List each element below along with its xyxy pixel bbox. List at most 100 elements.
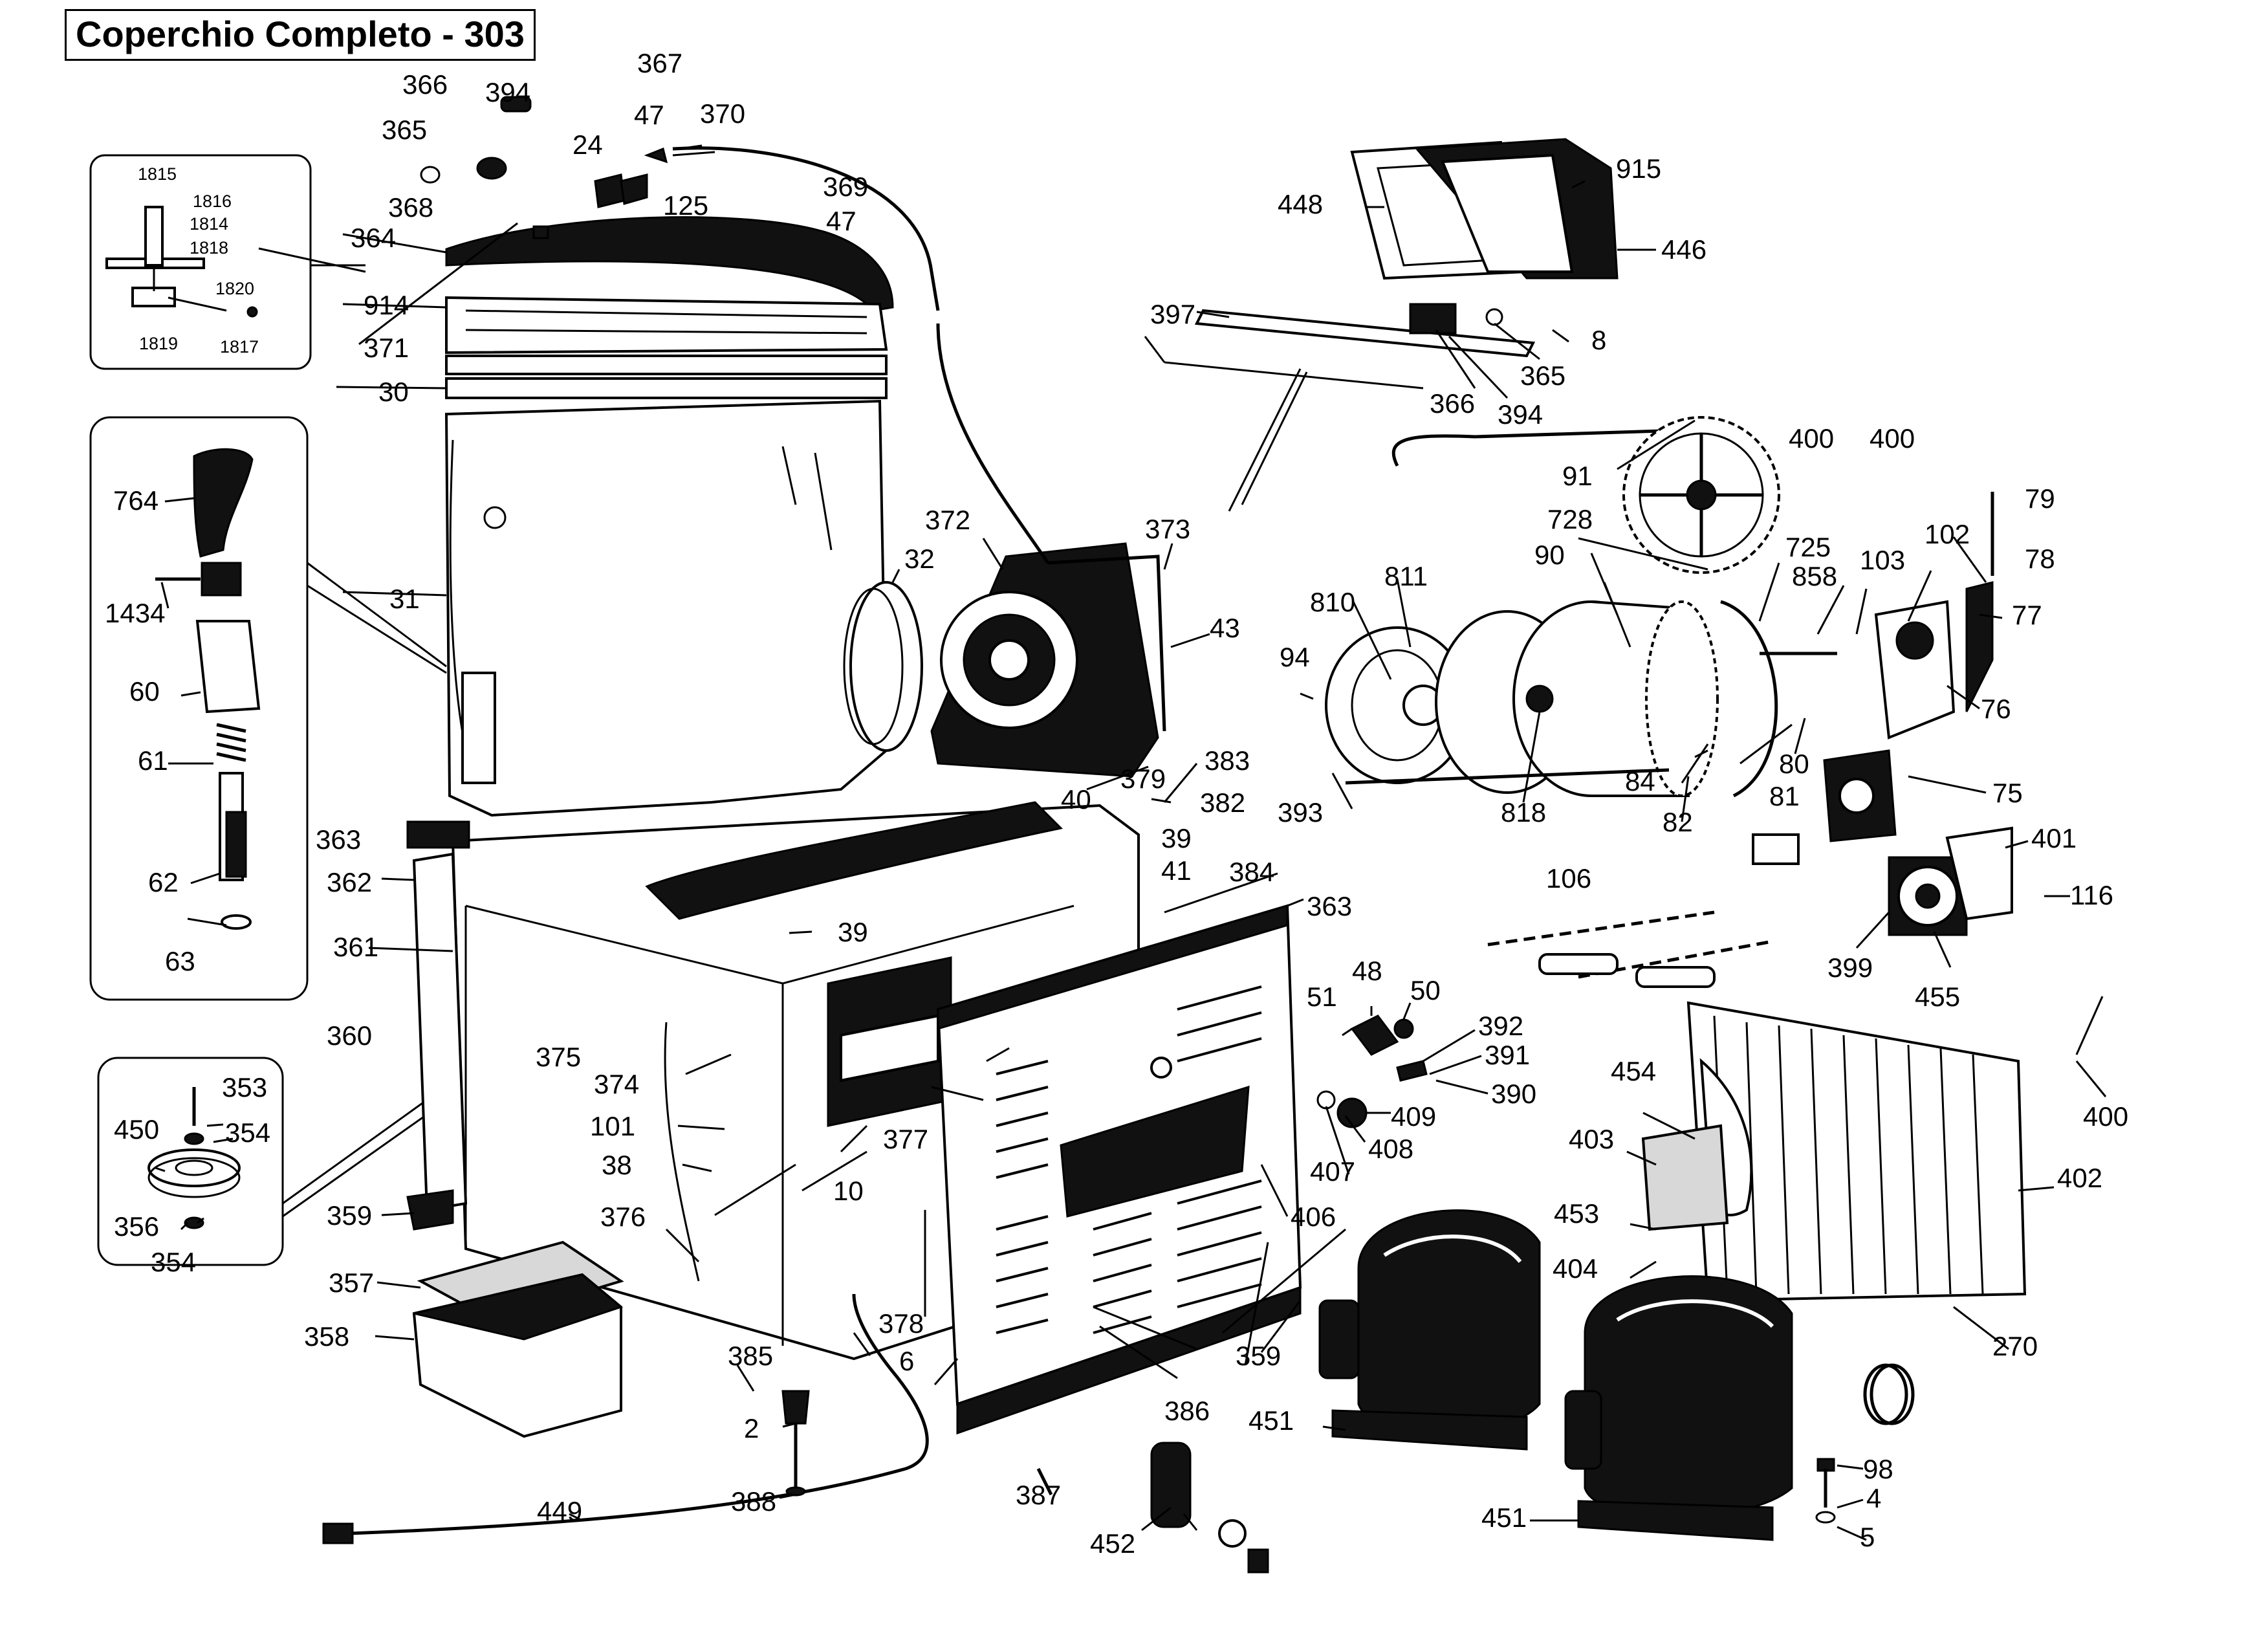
label-915: 915 bbox=[1616, 153, 1661, 184]
front-panel bbox=[936, 904, 1302, 1435]
label-818: 818 bbox=[1501, 797, 1546, 828]
label-31: 31 bbox=[389, 584, 420, 614]
label-101: 101 bbox=[590, 1111, 635, 1141]
label-4: 4 bbox=[1866, 1483, 1881, 1513]
label-388: 388 bbox=[731, 1486, 776, 1517]
label-1434: 1434 bbox=[105, 598, 165, 628]
label-728: 728 bbox=[1547, 504, 1593, 534]
label-2: 2 bbox=[744, 1413, 759, 1443]
label-77: 77 bbox=[2012, 600, 2042, 630]
label-858: 858 bbox=[1792, 561, 1837, 591]
label-400c: 400 bbox=[2083, 1101, 2128, 1132]
power-cord-449 bbox=[349, 1293, 929, 1535]
label-811: 811 bbox=[1384, 561, 1428, 591]
label-62: 62 bbox=[148, 867, 179, 897]
label-369: 369 bbox=[823, 171, 868, 202]
label-378: 378 bbox=[878, 1308, 924, 1339]
label-363a: 363 bbox=[1307, 891, 1352, 921]
label-449: 449 bbox=[537, 1496, 582, 1526]
light-cover-448 bbox=[1350, 138, 1619, 280]
inset-label-1814: 1814 bbox=[190, 214, 228, 234]
label-399: 399 bbox=[1827, 952, 1873, 983]
label-362: 362 bbox=[327, 867, 372, 897]
label-39b: 39 bbox=[838, 917, 868, 947]
label-367: 367 bbox=[637, 48, 682, 78]
label-84: 84 bbox=[1625, 766, 1655, 796]
handle-assembly-drawing bbox=[155, 448, 261, 930]
label-404: 404 bbox=[1553, 1253, 1598, 1284]
label-451a: 451 bbox=[1248, 1405, 1294, 1436]
label-356: 356 bbox=[114, 1211, 159, 1242]
label-82: 82 bbox=[1663, 807, 1693, 837]
label-354a: 354 bbox=[225, 1117, 270, 1148]
label-387: 387 bbox=[1016, 1480, 1061, 1510]
thermostat-parts bbox=[1316, 1015, 1428, 1128]
foot-part-2 bbox=[781, 1390, 810, 1497]
lid-assembly bbox=[445, 216, 894, 399]
label-358: 358 bbox=[304, 1321, 349, 1352]
top-small-parts bbox=[420, 96, 1050, 564]
label-6: 6 bbox=[899, 1346, 914, 1376]
label-400a: 400 bbox=[1789, 423, 1834, 454]
label-90: 90 bbox=[1534, 540, 1565, 570]
label-382: 382 bbox=[1200, 787, 1245, 818]
label-394a: 394 bbox=[485, 77, 530, 107]
evaporator-drum-90 bbox=[1325, 600, 1778, 798]
label-116: 116 bbox=[2070, 880, 2113, 910]
label-373: 373 bbox=[1145, 514, 1190, 544]
label-354b: 354 bbox=[151, 1247, 196, 1277]
label-63: 63 bbox=[165, 946, 195, 976]
control-panel bbox=[827, 956, 952, 1127]
label-402: 402 bbox=[2057, 1163, 2102, 1193]
label-50: 50 bbox=[1410, 975, 1441, 1005]
label-81: 81 bbox=[1769, 781, 1800, 811]
label-103: 103 bbox=[1860, 545, 1905, 575]
page-title: Coperchio Completo - 303 bbox=[65, 9, 536, 61]
label-5: 5 bbox=[1860, 1522, 1875, 1552]
leader-lines bbox=[155, 144, 2107, 1541]
label-98: 98 bbox=[1863, 1454, 1893, 1484]
label-914: 914 bbox=[364, 290, 409, 320]
label-39a: 39 bbox=[1161, 823, 1192, 853]
label-43: 43 bbox=[1210, 613, 1240, 643]
tube-106 bbox=[1487, 910, 1773, 979]
label-47b: 47 bbox=[826, 206, 856, 236]
inset-label-1817: 1817 bbox=[220, 337, 259, 357]
label-407: 407 bbox=[1310, 1156, 1355, 1187]
label-377: 377 bbox=[883, 1124, 928, 1154]
label-397: 397 bbox=[1150, 299, 1195, 329]
inset-label-1816: 1816 bbox=[193, 192, 232, 211]
label-455: 455 bbox=[1915, 982, 1960, 1012]
label-10: 10 bbox=[833, 1176, 864, 1206]
foot-assembly-drawing bbox=[147, 1087, 241, 1229]
label-106: 106 bbox=[1546, 863, 1591, 894]
auger-spring-91 bbox=[1391, 428, 1683, 467]
coil-270 bbox=[1863, 1363, 1915, 1425]
label-376: 376 bbox=[600, 1202, 646, 1232]
label-94: 94 bbox=[1280, 642, 1310, 672]
label-385: 385 bbox=[728, 1341, 773, 1371]
label-47a: 47 bbox=[634, 100, 664, 130]
label-375: 375 bbox=[536, 1042, 581, 1072]
label-394b: 394 bbox=[1498, 399, 1543, 430]
inset-lid-bracket bbox=[89, 154, 312, 370]
label-406: 406 bbox=[1291, 1202, 1336, 1232]
label-102: 102 bbox=[1925, 519, 1970, 549]
label-383: 383 bbox=[1205, 745, 1250, 776]
label-452: 452 bbox=[1090, 1528, 1135, 1559]
label-38: 38 bbox=[602, 1150, 632, 1180]
label-365b: 365 bbox=[1520, 360, 1565, 391]
label-360: 360 bbox=[327, 1020, 372, 1051]
label-454: 454 bbox=[1611, 1056, 1656, 1086]
inset-handle-assembly bbox=[89, 416, 309, 1001]
label-446: 446 bbox=[1661, 234, 1706, 265]
bowl bbox=[444, 399, 888, 817]
label-386: 386 bbox=[1164, 1396, 1210, 1426]
label-30: 30 bbox=[378, 377, 409, 407]
drip-tray bbox=[412, 1240, 624, 1438]
label-60: 60 bbox=[129, 676, 160, 707]
label-40: 40 bbox=[1061, 784, 1091, 815]
gear-91 bbox=[1622, 416, 1780, 574]
callout-labels: 367 394 366 370 47 365 24 125 368 369 47… bbox=[105, 48, 2128, 1559]
inset-label-1819: 1819 bbox=[139, 334, 178, 353]
